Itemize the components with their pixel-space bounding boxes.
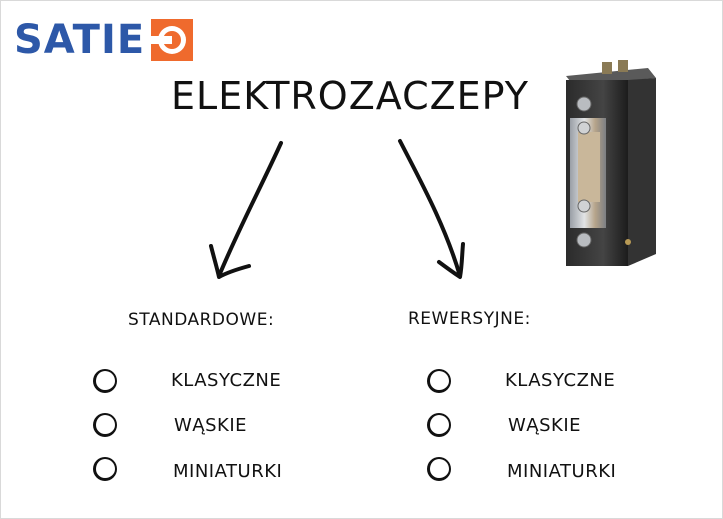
standard-heading: STANDARDOWE:	[128, 310, 275, 330]
radio-button[interactable]	[427, 369, 451, 393]
radio-button[interactable]	[93, 369, 117, 393]
arrow-right-icon	[398, 139, 462, 278]
ring-icon	[151, 19, 194, 61]
electric-strike-image	[566, 60, 656, 266]
option-label[interactable]: MINIATURKI	[507, 461, 617, 482]
radio-button[interactable]	[93, 457, 117, 481]
satie-logo: SATIE	[14, 17, 194, 63]
option-label[interactable]: MINIATURKI	[173, 461, 283, 482]
option-label[interactable]: KLASYCZNE	[171, 370, 282, 391]
option-reversible-narrow[interactable]	[427, 413, 451, 437]
reversible-heading: REWERSYJNE:	[408, 309, 531, 329]
arrow-left-icon	[217, 141, 283, 278]
option-reversible-classic[interactable]	[427, 369, 451, 393]
radio-button[interactable]	[427, 457, 451, 481]
option-standard-narrow[interactable]	[93, 413, 117, 437]
option-reversible-mini[interactable]	[427, 457, 451, 481]
option-label[interactable]: WĄSKIE	[508, 415, 582, 436]
radio-button[interactable]	[93, 413, 117, 437]
option-standard-classic[interactable]	[93, 369, 117, 393]
option-label[interactable]: KLASYCZNE	[505, 370, 616, 391]
option-standard-mini[interactable]	[93, 457, 117, 481]
radio-button[interactable]	[427, 413, 451, 437]
page-title: ELEKTROZACZEPY	[171, 74, 529, 118]
logo-text: SATIE	[14, 17, 146, 63]
option-label[interactable]: WĄSKIE	[174, 415, 248, 436]
